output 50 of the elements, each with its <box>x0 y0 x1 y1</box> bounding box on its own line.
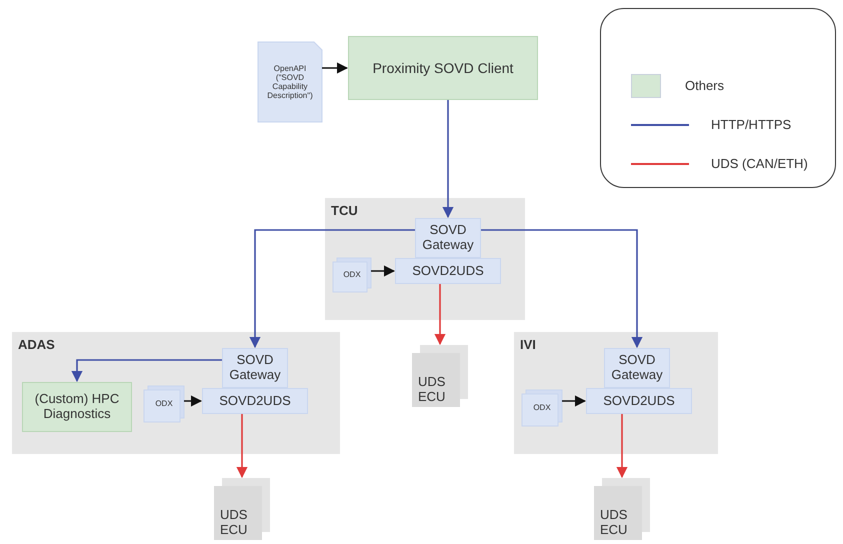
arrow <box>442 100 454 218</box>
group-panel <box>514 332 718 454</box>
arrow <box>371 265 396 277</box>
group-label: ADAS <box>18 338 55 353</box>
legend-text: UDS (CAN/ETH) <box>711 156 808 171</box>
node-text: UDS ECU <box>220 508 248 538</box>
process-box <box>415 218 481 258</box>
arrow <box>562 395 586 407</box>
arrow <box>616 414 628 478</box>
process-box <box>586 388 692 414</box>
group-panel <box>325 198 525 320</box>
arrow <box>322 62 348 74</box>
process-box <box>604 348 670 388</box>
group-label: IVI <box>520 338 536 353</box>
node-text: ODX <box>155 399 173 409</box>
document-shape <box>258 42 322 122</box>
arrow <box>434 284 446 346</box>
node-text: UDS ECU <box>418 375 446 405</box>
process-box <box>202 388 308 414</box>
node-text: (Custom) HPC Diagnostics <box>34 392 120 422</box>
node-text: SOVD2UDS <box>603 394 675 408</box>
node-text: SOVD Gateway <box>610 353 664 383</box>
legend-text: Others <box>685 78 724 93</box>
legend-text: HTTP/HTTPS <box>711 117 792 132</box>
document-stack <box>144 386 184 422</box>
node-text: OpenAPI ("SOVD Capability Description") <box>266 64 314 100</box>
document-stack <box>333 258 371 292</box>
node-text: Proximity SOVD Client <box>372 60 514 76</box>
node-text: SOVD Gateway <box>228 353 282 383</box>
ecu-stack <box>594 478 650 540</box>
process-box <box>348 36 538 100</box>
node-text: ODX <box>343 270 361 280</box>
group-label: TCU <box>331 204 358 219</box>
node-text: ODX <box>533 403 551 413</box>
node-text: SOVD2UDS <box>219 394 291 408</box>
node-text: SOVD Gateway <box>421 223 475 253</box>
arrow <box>236 414 248 478</box>
arrow <box>481 229 643 348</box>
group-panel <box>12 332 340 454</box>
arrow <box>249 229 415 348</box>
ecu-stack <box>412 345 468 407</box>
arrow <box>71 359 222 382</box>
arrow <box>184 395 202 407</box>
ecu-stack <box>214 478 270 540</box>
node-text: UDS ECU <box>600 508 628 538</box>
process-box <box>222 348 288 388</box>
node-text: SOVD2UDS <box>412 264 484 278</box>
process-box <box>395 258 501 284</box>
process-box <box>22 382 132 432</box>
document-stack <box>522 390 562 426</box>
